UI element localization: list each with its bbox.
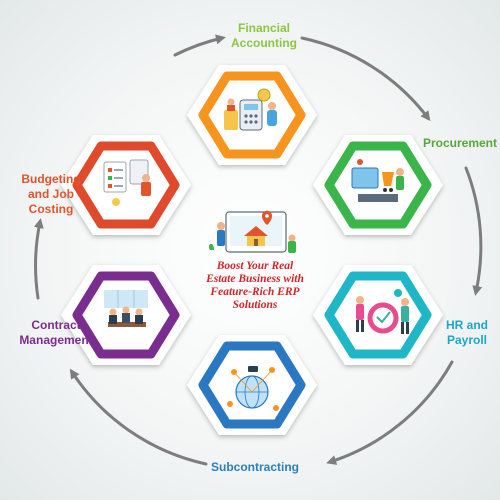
label-procurement: Procurement — [422, 136, 498, 150]
hexagon-hr — [313, 265, 443, 365]
hexagon-procurement — [313, 135, 443, 235]
label-contract-management: Contract Management — [19, 318, 93, 347]
cycle-arrows — [33, 34, 483, 466]
arrow-to-hr — [464, 166, 483, 296]
label-financial-accounting: Financial Accounting — [231, 21, 297, 50]
arrow-to-contract — [69, 368, 208, 466]
arrow-to-procurement — [300, 36, 431, 122]
finance-team-icon — [224, 88, 277, 131]
label-subcontracting: Subcontracting — [210, 460, 299, 474]
procurement-icon — [351, 159, 404, 202]
arrow-to-subcontracting — [326, 360, 454, 465]
hr-payroll-icon — [356, 289, 409, 334]
hexagon-financial — [187, 65, 317, 165]
real-estate-house-icon — [208, 210, 296, 253]
label-budgeting-and-job-costing: Budgeting and Job Costing — [21, 172, 81, 216]
arrow-to-budgeting — [33, 218, 44, 300]
arrow-to-financial — [173, 34, 226, 57]
hexagon-subcontracting — [187, 335, 317, 435]
hexagon-contract — [61, 265, 191, 365]
center-title: Boost Your Real Estate Business with Fea… — [206, 260, 304, 311]
label-hr-and-payroll: HR and Payroll — [446, 318, 488, 347]
budget-checklist-icon — [103, 159, 151, 206]
meeting-icon — [104, 290, 148, 327]
hexagon-budgeting — [61, 135, 191, 235]
network-globe-icon — [227, 366, 279, 411]
